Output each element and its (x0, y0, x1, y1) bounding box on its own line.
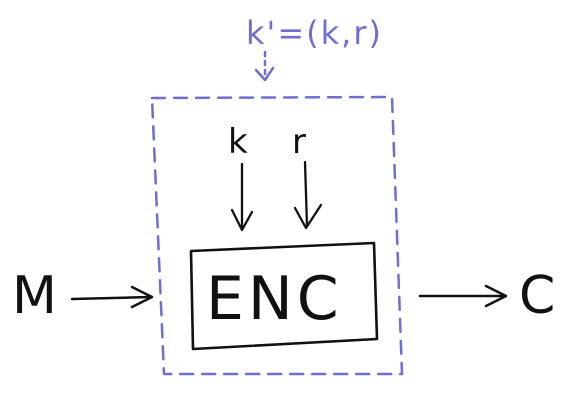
enc-label: ENC (206, 264, 343, 334)
output-arrow (418, 284, 508, 308)
enc-box (189, 241, 379, 351)
k-arrow (230, 162, 254, 232)
k-label: k (228, 122, 248, 162)
r-label: r (292, 122, 306, 162)
r-arrow (293, 160, 323, 230)
dashed-boundary-box (150, 95, 404, 376)
m-label: M (12, 266, 57, 326)
input-arrow (70, 285, 154, 309)
key-parameter-label: k'=(k,r) (246, 14, 383, 52)
c-label: C (519, 266, 555, 326)
key-parameter-arrow (254, 50, 275, 82)
